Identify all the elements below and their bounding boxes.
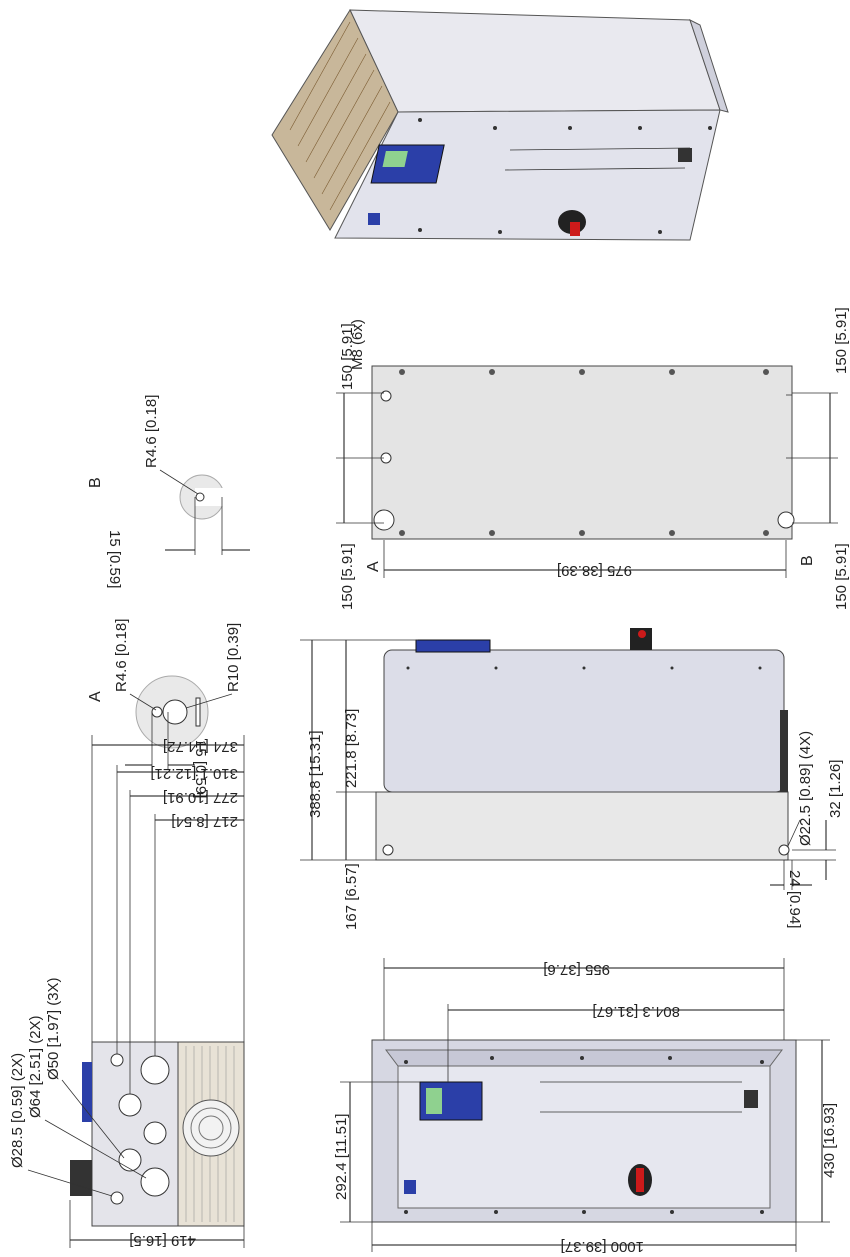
top-view: 388.8 [15.31] 221.8 [8.73] 167 [6.57] Ø2… bbox=[300, 628, 844, 930]
bottom-dim-bottom-right: 150 [5.91] bbox=[833, 543, 850, 610]
top-hole-dx: 24 [0.94] bbox=[786, 870, 803, 928]
bottom-screws bbox=[399, 369, 769, 536]
left-hmi-bump bbox=[82, 1062, 92, 1122]
left-view: Ø28.5 [0.59] (2X) Ø64 [2.51] (2X) Ø50 [1… bbox=[9, 735, 245, 1249]
gland-50-1 bbox=[118, 1093, 142, 1117]
front-view: 955 [37.6] 804.3 [31.67] 1000 [39.37] 43… bbox=[333, 958, 838, 1255]
front-height: 430 [16.93] bbox=[821, 1103, 838, 1178]
top-lower-panel bbox=[375, 791, 789, 861]
gland-callout-28: Ø28.5 [0.59] (2X) bbox=[9, 1053, 26, 1168]
top-hole-left bbox=[382, 844, 394, 856]
iso-front-face bbox=[334, 109, 721, 241]
top-hole-diameter: Ø22.5 [0.89] (4X) bbox=[797, 731, 814, 846]
isometric-view bbox=[271, 8, 729, 241]
iso-grille-face bbox=[271, 8, 399, 231]
left-depth: 419 [16.5] bbox=[129, 1232, 196, 1249]
top-lower-height: 167 [6.57] bbox=[343, 863, 360, 930]
front-hmi-offset: 804.3 [31.67] bbox=[592, 1003, 680, 1020]
iso-grille-pattern bbox=[289, 21, 391, 211]
front-label bbox=[404, 1180, 416, 1194]
front-hmi-height: 292.4 [11.51] bbox=[333, 1114, 350, 1200]
top-upper-panel bbox=[383, 649, 785, 793]
gland-28-2 bbox=[110, 1191, 124, 1205]
iso-handle-red bbox=[570, 222, 580, 236]
detail-b-width: 15 [0.59] bbox=[106, 530, 123, 588]
detail-a-title: A bbox=[87, 691, 104, 702]
top-upper-height: 221.8 [8.73] bbox=[343, 709, 360, 788]
detail-a-width: 15 [0.59] bbox=[192, 740, 209, 798]
keyhole-b bbox=[777, 511, 795, 529]
left-dist-310: 310.1 [12.21] bbox=[150, 765, 238, 782]
gland-50-3 bbox=[118, 1148, 142, 1172]
detail-a-radius-small: R4.6 [0.18] bbox=[113, 619, 130, 692]
left-handle bbox=[70, 1160, 92, 1196]
bottom-dim-top-left: 150 [5.91] bbox=[339, 323, 356, 390]
gland-64-1 bbox=[140, 1055, 170, 1085]
detail-a-radius-big: R10 [0.39] bbox=[225, 623, 242, 692]
gland-callout-64: Ø64 [2.51] (2X) bbox=[27, 1015, 44, 1118]
top-hole-right bbox=[778, 844, 790, 856]
bottom-dim-bottom-left: 150 [5.91] bbox=[339, 543, 356, 610]
iso-hmi-screen bbox=[382, 151, 408, 167]
bottom-view: 150 [5.91] 150 [5.91] M8 (6x) A 150 [5.9… bbox=[336, 307, 850, 610]
gland-28-1 bbox=[110, 1053, 124, 1067]
screw-callout: M8 (6x) bbox=[349, 319, 366, 370]
iso-small-label bbox=[368, 213, 380, 225]
front-handle-red bbox=[636, 1168, 644, 1192]
front-hmi-screen bbox=[426, 1088, 442, 1114]
iso-top-face bbox=[349, 9, 721, 113]
top-hmi bbox=[415, 639, 491, 653]
front-width: 1000 [39.37] bbox=[561, 1238, 644, 1255]
left-dist-277: 277 [10.91] bbox=[163, 789, 238, 806]
bottom-length-dim: 975 [38.39] bbox=[557, 562, 632, 579]
detail-b-radius: R4.6 [0.18] bbox=[143, 395, 160, 468]
detail-b-title: B bbox=[87, 477, 104, 488]
keyhole-a bbox=[373, 509, 395, 531]
front-width-inner: 955 [37.6] bbox=[543, 961, 610, 978]
iso-side-face bbox=[689, 19, 729, 113]
top-handle bbox=[630, 628, 652, 650]
gland-64-2 bbox=[140, 1167, 170, 1197]
m8-hole-1 bbox=[380, 390, 392, 402]
gland-50-2 bbox=[143, 1121, 167, 1145]
bottom-dim-top-right: 150 [5.91] bbox=[833, 307, 850, 374]
left-dist-374: 374 [14.72] bbox=[163, 738, 238, 755]
detail-b: B R4.6 [0.18] 15 [0.59] bbox=[87, 395, 250, 588]
front-nameplate bbox=[744, 1090, 758, 1108]
bottom-plate bbox=[371, 365, 793, 540]
bottom-label-a: A bbox=[365, 561, 382, 572]
gland-callout-50: Ø50 [1.97] (3X) bbox=[45, 977, 62, 1080]
iso-nameplate bbox=[678, 148, 692, 162]
left-dist-217: 217 [8.54] bbox=[171, 813, 238, 830]
top-total-height: 388.8 [15.31] bbox=[307, 730, 324, 818]
iso-hmi-panel bbox=[370, 144, 445, 184]
top-hole-dy: 32 [1.26] bbox=[827, 760, 844, 818]
bottom-label-b: B bbox=[799, 555, 816, 566]
detail-a: A R4.6 [0.18] R10 [0.39] 15 [0.59] bbox=[87, 619, 242, 799]
